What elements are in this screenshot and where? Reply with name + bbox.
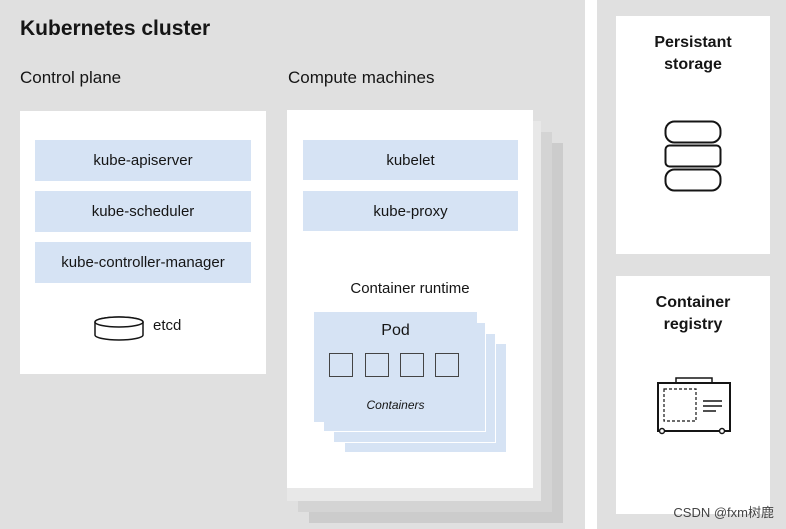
container-slot: [400, 353, 424, 377]
compute-machine-panel: kubelet kube-proxy Container runtime Pod…: [287, 110, 533, 488]
container-runtime-label: Container runtime: [350, 280, 470, 297]
etcd-icon: [94, 316, 144, 341]
control-plane-panel: kube-apiserver kube-scheduler kube-contr…: [20, 111, 266, 374]
container-registry-panel: Container registry: [616, 276, 770, 514]
persistent-storage-title: Persistant storage: [616, 32, 770, 76]
compute-machines-heading: Compute machines: [288, 68, 435, 87]
database-icon: [664, 120, 722, 192]
watermark: CSDN @fxm树鹿: [673, 505, 774, 520]
control-plane-heading: Control plane: [20, 68, 122, 87]
kube-proxy-box: kube-proxy: [303, 191, 518, 231]
pod-box: Pod Containers: [314, 312, 477, 422]
diagram-title: Kubernetes cluster: [20, 17, 211, 40]
etcd-label: etcd: [153, 317, 182, 334]
container-registry-title-line1: Container: [655, 294, 731, 311]
registry-icon: [657, 377, 731, 435]
containers-label: Containers: [366, 398, 425, 412]
persistent-storage-title-line2: storage: [664, 56, 722, 73]
persistent-storage-panel: Persistant storage: [616, 16, 770, 254]
kubelet-box: kubelet: [303, 140, 518, 180]
kube-controller-manager-box: kube-controller-manager: [35, 242, 251, 283]
container-slot: [329, 353, 353, 377]
container-slot: [435, 353, 459, 377]
container-registry-title-line2: registry: [663, 316, 723, 333]
container-slot: [365, 353, 389, 377]
kube-scheduler-box: kube-scheduler: [35, 191, 251, 232]
container-registry-title: Container registry: [616, 292, 770, 336]
persistent-storage-title-line1: Persistant: [654, 34, 732, 51]
pod-label: Pod: [381, 322, 410, 339]
kube-apiserver-box: kube-apiserver: [35, 140, 251, 181]
